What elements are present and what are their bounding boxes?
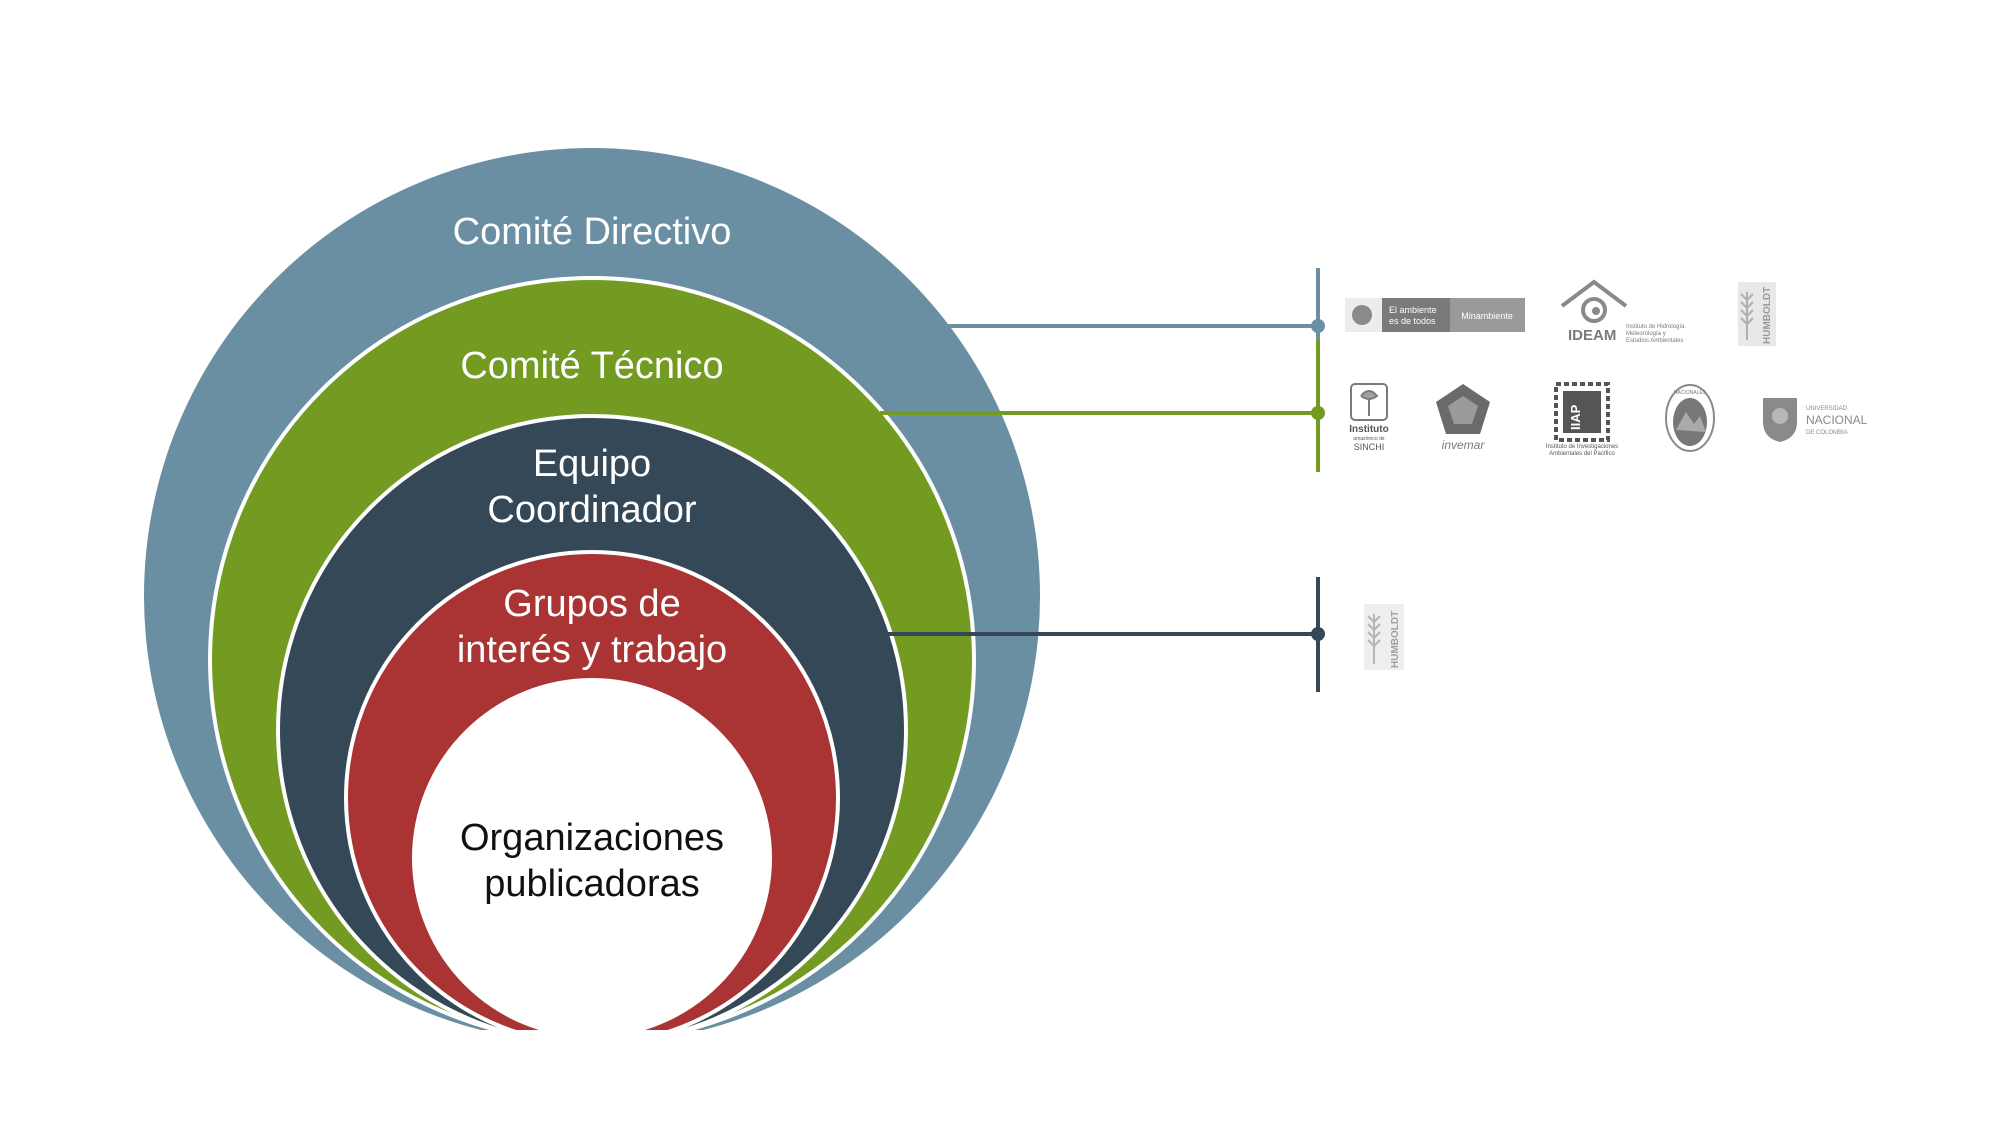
label-grupos-line-2: interés y trabajo — [457, 629, 727, 671]
iiap-name: IIAP — [1568, 404, 1583, 430]
logo-minambiente: El ambiente es de todos Minambiente — [1345, 298, 1525, 332]
sinchi-line-2: amazónico de — [1353, 436, 1384, 442]
parques-name: NACIONALES — [1674, 390, 1707, 396]
ideam-sub-1: Instituto de Hidrología, — [1626, 324, 1686, 330]
ideam-sub-2: Meteorología y — [1626, 331, 1666, 337]
minambiente-left-line-2: es de todos — [1389, 316, 1436, 326]
colombia-shield-icon — [1352, 305, 1372, 325]
label-organizaciones-line-2: publicadoras — [484, 863, 699, 905]
dot-grupos — [1311, 627, 1325, 641]
invemar-name: invemar — [1442, 438, 1486, 452]
humboldt-name-grupos: HUMBOLDT — [1390, 611, 1401, 668]
logo-unal: UNIVERSIDAD NACIONAL DE COLOMBIA — [1763, 398, 1868, 442]
sinchi-line-3: SINCHI — [1354, 442, 1385, 452]
dot-tecnico — [1311, 406, 1325, 420]
label-equipo-line-2: Coordinador — [487, 489, 696, 531]
connectors — [880, 268, 1325, 692]
minambiente-left-line-1: El ambiente — [1389, 305, 1437, 315]
logo-parques-nacionales: NACIONALES — [1665, 384, 1715, 452]
unal-line-2: NACIONAL — [1806, 413, 1868, 427]
label-equipo-line-1: Equipo — [533, 443, 651, 485]
humboldt-leaf-icon-grupos — [1367, 614, 1381, 664]
minambiente-right: Minambiente — [1461, 311, 1513, 321]
unal-line-3: DE COLOMBIA — [1806, 430, 1848, 436]
logo-humboldt-grupos: HUMBOLDT — [1364, 604, 1404, 670]
rings-group — [144, 148, 1040, 1030]
ring-organizaciones — [412, 678, 772, 1030]
logo-humboldt-directivo: HUMBOLDT — [1738, 282, 1776, 346]
ideam-roof-icon — [1560, 279, 1628, 308]
logo-ideam: IDEAM Instituto de Hidrología, Meteorolo… — [1560, 279, 1686, 344]
logo-iiap: IIAP Instituto de Investigaciones Ambien… — [1546, 382, 1618, 457]
humboldt-name-directivo: HUMBOLDT — [1762, 287, 1773, 344]
ideam-eye-icon — [1581, 297, 1607, 323]
logo-sinchi: Instituto amazónico de SINCHI — [1349, 383, 1389, 452]
iiap-sub-2: Ambientales del Pacífico — [1549, 451, 1615, 457]
label-comite-directivo: Comité Directivo — [453, 211, 732, 253]
label-grupos-line-1: Grupos de — [503, 583, 680, 625]
label-comite-tecnico: Comité Técnico — [460, 345, 723, 387]
dot-directivo — [1311, 319, 1325, 333]
logo-invemar: invemar — [1436, 384, 1490, 452]
ideam-sub-3: Estudios Ambientales — [1626, 338, 1683, 344]
iiap-sub-1: Instituto de Investigaciones — [1546, 444, 1618, 450]
ideam-name: IDEAM — [1568, 327, 1616, 344]
label-organizaciones-line-1: Organizaciones — [460, 817, 724, 859]
sinchi-line-1: Instituto — [1349, 424, 1388, 435]
sinchi-tree-icon — [1360, 390, 1379, 416]
humboldt-leaf-icon — [1740, 292, 1754, 340]
unal-line-1: UNIVERSIDAD — [1806, 406, 1848, 412]
